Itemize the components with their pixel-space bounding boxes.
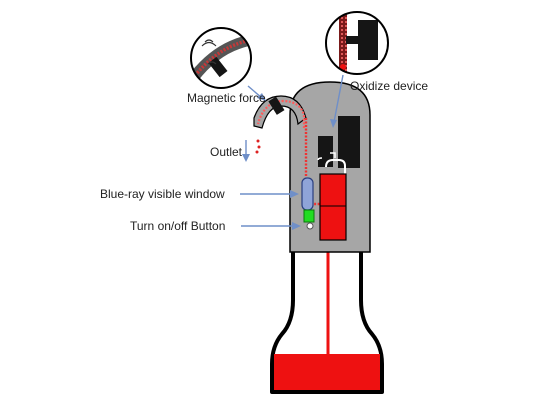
oxidize-device-small-block — [318, 136, 333, 167]
label-blue-ray-window: Blue-ray visible window — [100, 187, 225, 201]
label-magnetic-force: Magnetic force — [187, 91, 266, 105]
outlet-spout — [253, 95, 307, 154]
power-led[interactable] — [303, 209, 315, 223]
label-oxidize-device: Oxidize device — [350, 79, 429, 93]
label-outlet: Outlet — [210, 145, 243, 159]
internal-pipe — [325, 159, 346, 176]
power-button[interactable] — [306, 222, 314, 230]
oxidize-device-block — [338, 116, 360, 168]
oxidize-device-arrow — [333, 74, 344, 123]
pump-module — [319, 173, 347, 241]
blue-ray-window — [301, 177, 314, 211]
label-power-button: Turn on/off Button — [130, 219, 226, 233]
callout-arrows — [240, 74, 344, 230]
wine-liquid — [274, 354, 380, 390]
pump-icon — [358, 20, 378, 60]
oxidize-device-detail — [325, 11, 389, 75]
magnetic-force-detail — [190, 27, 252, 89]
magnet-block — [268, 96, 285, 115]
